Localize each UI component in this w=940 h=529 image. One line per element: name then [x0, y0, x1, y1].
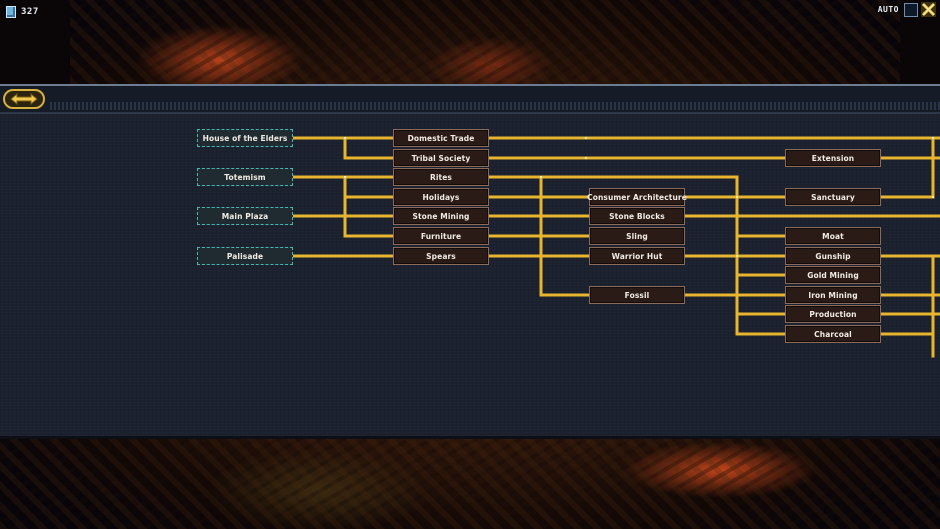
tech-node-label: Sling	[626, 231, 648, 241]
tech-node-label: Rites	[430, 172, 452, 182]
tech-node-domestic-trade[interactable]: Domestic Trade	[393, 129, 489, 147]
tech-node-label: Stone Mining	[412, 211, 470, 221]
tech-node-label: Gold Mining	[807, 270, 859, 280]
tech-node-stone-blocks[interactable]: Stone Blocks	[589, 207, 685, 225]
tech-node-extension[interactable]: Extension	[785, 149, 881, 167]
tech-node-gunship[interactable]: Gunship	[785, 247, 881, 265]
tech-node-sanctuary[interactable]: Sanctuary	[785, 188, 881, 206]
connector-joint	[932, 196, 934, 198]
tech-node-label: Totemism	[224, 172, 266, 182]
tech-node-main-plaza[interactable]: Main Plaza	[197, 207, 293, 225]
tech-node-label: Holidays	[422, 192, 460, 202]
tech-node-furniture[interactable]: Furniture	[393, 227, 489, 245]
tech-node-consumer-architecture[interactable]: Consumer Architecture	[587, 188, 687, 206]
tech-node-label: Fossil	[624, 290, 650, 300]
tech-node-label: Spears	[426, 251, 456, 261]
tech-node-production[interactable]: Production	[785, 305, 881, 323]
tech-node-palisade[interactable]: Palisade	[197, 247, 293, 265]
tech-node-spears[interactable]: Spears	[393, 247, 489, 265]
top-right-controls: AUTO	[878, 2, 936, 17]
tech-node-label: House of the Elders	[202, 133, 288, 143]
connector-joint	[585, 137, 587, 139]
header-bar	[0, 84, 940, 114]
tech-node-moat[interactable]: Moat	[785, 227, 881, 245]
tech-node-label: Iron Mining	[808, 290, 858, 300]
connector-joint	[932, 137, 934, 139]
tech-node-label: Consumer Architecture	[587, 192, 687, 202]
tech-node-warrior-hut[interactable]: Warrior Hut	[589, 247, 685, 265]
connector-joint	[736, 255, 738, 257]
resource-counter: 327	[6, 6, 39, 18]
crossed-tools-icon[interactable]	[921, 2, 936, 17]
tech-node-charcoal[interactable]: Charcoal	[785, 325, 881, 343]
tech-node-sling[interactable]: Sling	[589, 227, 685, 245]
auto-checkbox[interactable]	[904, 2, 918, 17]
tech-node-label: Sanctuary	[811, 192, 855, 202]
tech-node-label: Furniture	[420, 231, 462, 241]
tech-node-label: Warrior Hut	[611, 251, 663, 261]
tech-node-tribal-society[interactable]: Tribal Society	[393, 149, 489, 167]
tech-node-rites[interactable]: Rites	[393, 168, 489, 186]
back-button[interactable]	[3, 89, 45, 109]
connector-joint	[540, 176, 542, 178]
tech-node-iron-mining[interactable]: Iron Mining	[785, 286, 881, 304]
tech-node-label: Extension	[811, 153, 855, 163]
connector-joint	[344, 137, 346, 139]
tech-node-label: Domestic Trade	[407, 133, 475, 143]
tech-node-totemism[interactable]: Totemism	[197, 168, 293, 186]
tech-node-label: Gunship	[815, 251, 851, 261]
tech-node-fossil[interactable]: Fossil	[589, 286, 685, 304]
resource-count: 327	[21, 7, 39, 17]
double-arrow-icon	[10, 93, 38, 105]
auto-label: AUTO	[877, 5, 899, 14]
tech-node-label: Palisade	[226, 251, 264, 261]
tech-node-label: Stone Blocks	[609, 211, 665, 221]
tech-node-label: Production	[809, 309, 857, 319]
connector-joint	[585, 157, 587, 159]
tech-node-label: Tribal Society	[411, 153, 471, 163]
tech-node-house-of-the-elders[interactable]: House of the Elders	[197, 129, 293, 147]
tech-tree-connections	[291, 136, 940, 358]
connector-joint	[736, 196, 738, 198]
tech-node-stone-mining[interactable]: Stone Mining	[393, 207, 489, 225]
tech-node-label: Moat	[822, 231, 844, 241]
crystal-icon	[6, 6, 16, 18]
connector-joint	[344, 176, 346, 178]
tech-node-holidays[interactable]: Holidays	[393, 188, 489, 206]
tech-node-label: Charcoal	[814, 329, 852, 339]
tech-node-label: Main Plaza	[221, 211, 269, 221]
tech-node-gold-mining[interactable]: Gold Mining	[785, 266, 881, 284]
